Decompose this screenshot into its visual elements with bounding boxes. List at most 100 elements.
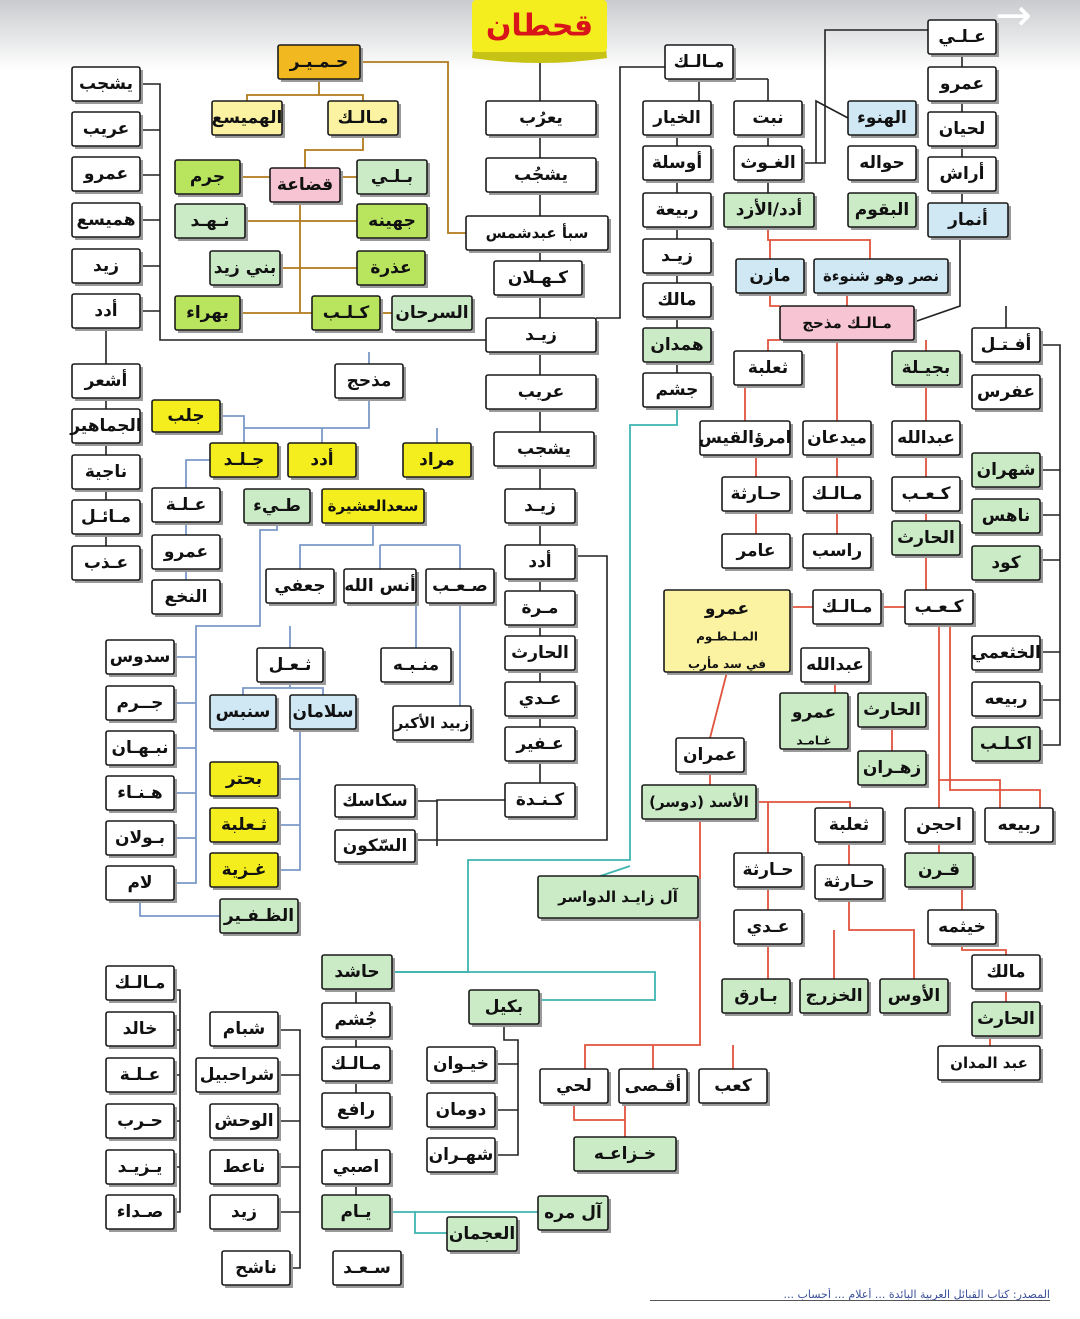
connector-line [390,1211,447,1234]
node-label: عامر [735,541,775,561]
node-thalaba_a: ثعلبة [733,350,805,388]
node-ghawth: الغـوث [733,145,805,183]
node-label: مـالـك [331,1054,382,1074]
node-label: المـلـطـوم [696,629,758,644]
node-almurra: آل مره [537,1195,611,1233]
node-tayy: طـيء [243,488,313,526]
node-label: عريب [83,119,130,139]
node-label: عـفير [515,734,563,754]
node-label: جهينه [368,211,416,231]
node-label: مـالـك مذحج [802,314,892,332]
node-label: هميسع [76,210,135,230]
connector-line [1040,344,1061,746]
node-label: كود [991,553,1020,573]
node-label: بحتر [225,769,262,789]
node-malik7: مـالـك [321,1046,393,1084]
node-label: يعرُب [519,108,563,128]
node-l_yashjub: يشجب [71,66,143,104]
node-label: في سد مأرب [688,656,766,671]
node-harith1: الحارث [504,635,578,673]
node-label: الهميسع [212,108,283,128]
node-label: ناهس [982,506,1031,526]
node-buqum: البقوم [847,192,919,230]
node-label: ميدعان [807,428,867,448]
node-harith3: الحارث [857,692,929,730]
node-label: ثـعـل [269,655,312,675]
node-label: جعفي [274,576,325,596]
node-label: عـدي [747,917,790,937]
node-label: بـولان [115,828,165,848]
node-l_arib: عريب [71,111,143,149]
node-label: أقـصى [625,1074,682,1096]
connector-line [802,29,928,164]
node-label: ربيعة [655,200,698,220]
node-label: كـلـب [323,303,370,323]
node-label: عمرو [163,542,208,562]
node-label: عمرو [704,599,749,619]
node-label: أدد/الأزد [736,198,802,220]
node-jufi: جعفي [265,568,337,606]
node-bali: بـلـي [356,159,430,197]
connector-line [815,99,849,163]
node-label: ثعلبة [829,815,869,835]
node-label: قحطان [486,9,593,44]
node-label: الجماهير [69,416,142,436]
node-jalab: جلب [151,399,223,435]
node-thual: ثـعـل [256,647,326,685]
node-nabt: نبت [733,100,805,138]
node-label: ناعط [223,1157,266,1177]
node-abdullah1: عبدالله [891,420,963,458]
node-label: شراحبيل [200,1065,274,1085]
node-l_hamaysa: هميسع [71,202,143,240]
connector-line [848,899,915,979]
node-label: حـمـيـر [289,52,349,72]
node-sab: صـعـب [425,568,497,606]
node-label: البقوم [855,200,910,220]
node-label: السرحان [395,303,468,323]
node-amr_m: عمرو [151,534,223,572]
node-label: الأوس [888,985,941,1006]
node-wahsh: الوحش [209,1103,281,1141]
node-jild: جـلـد [209,442,281,480]
node-label: كـعـب [901,484,950,504]
node-label: عذرة [370,258,411,278]
connector-line [949,624,1041,808]
node-nakha: النخع [151,579,223,617]
node-label: السّكون [343,836,408,856]
node-label: جلب [167,406,204,426]
node-label: جُشم [335,1010,378,1030]
node-label: الغـوث [740,153,795,173]
node-amr_muzayqiya: عمرو المـلـطـوم في سد مأرب [663,589,793,675]
node-label: يـزيـد [118,1157,163,1177]
forward-arrow-icon[interactable]: → [995,0,1032,41]
connector-line [584,819,701,1069]
node-mail: مـائـل [71,499,143,537]
connector-line [243,398,370,443]
node-label: ناشح [235,1258,277,1278]
node-hamaysa: الهميسع [211,100,285,138]
node-zayd3: زيـد [642,238,714,276]
connector-line [769,293,780,307]
node-yashjub2: يشجب [493,431,597,469]
node-label: سدوس [110,647,171,667]
node-label: زيد [231,1202,257,1222]
node-label: مـالـك [115,973,166,993]
node-label: كـهـلان [508,268,568,288]
node-madhhij: مذحج [334,363,406,401]
node-rabia3: ربيعه [984,807,1056,845]
node-yam: يـام [321,1194,393,1232]
node-label: يشجب [517,439,571,459]
node-munabbih: منـبـه [380,647,454,685]
node-kab3: كعب [698,1068,770,1106]
node-label: الظـفـير [223,906,294,926]
node-label: عـدي [519,689,562,709]
node-anasallah: أنس الله [343,568,419,606]
node-label: عمرو [83,164,128,184]
node-label: ربيعه [997,815,1040,835]
node-ali: عـلـي [927,19,999,57]
node-label: ناجية [85,462,127,482]
node-label: عـذب [84,553,128,573]
node-label: سـعـد [343,1258,391,1278]
node-label: عـلـي [938,27,985,47]
node-zayd4: زيد [209,1194,281,1232]
